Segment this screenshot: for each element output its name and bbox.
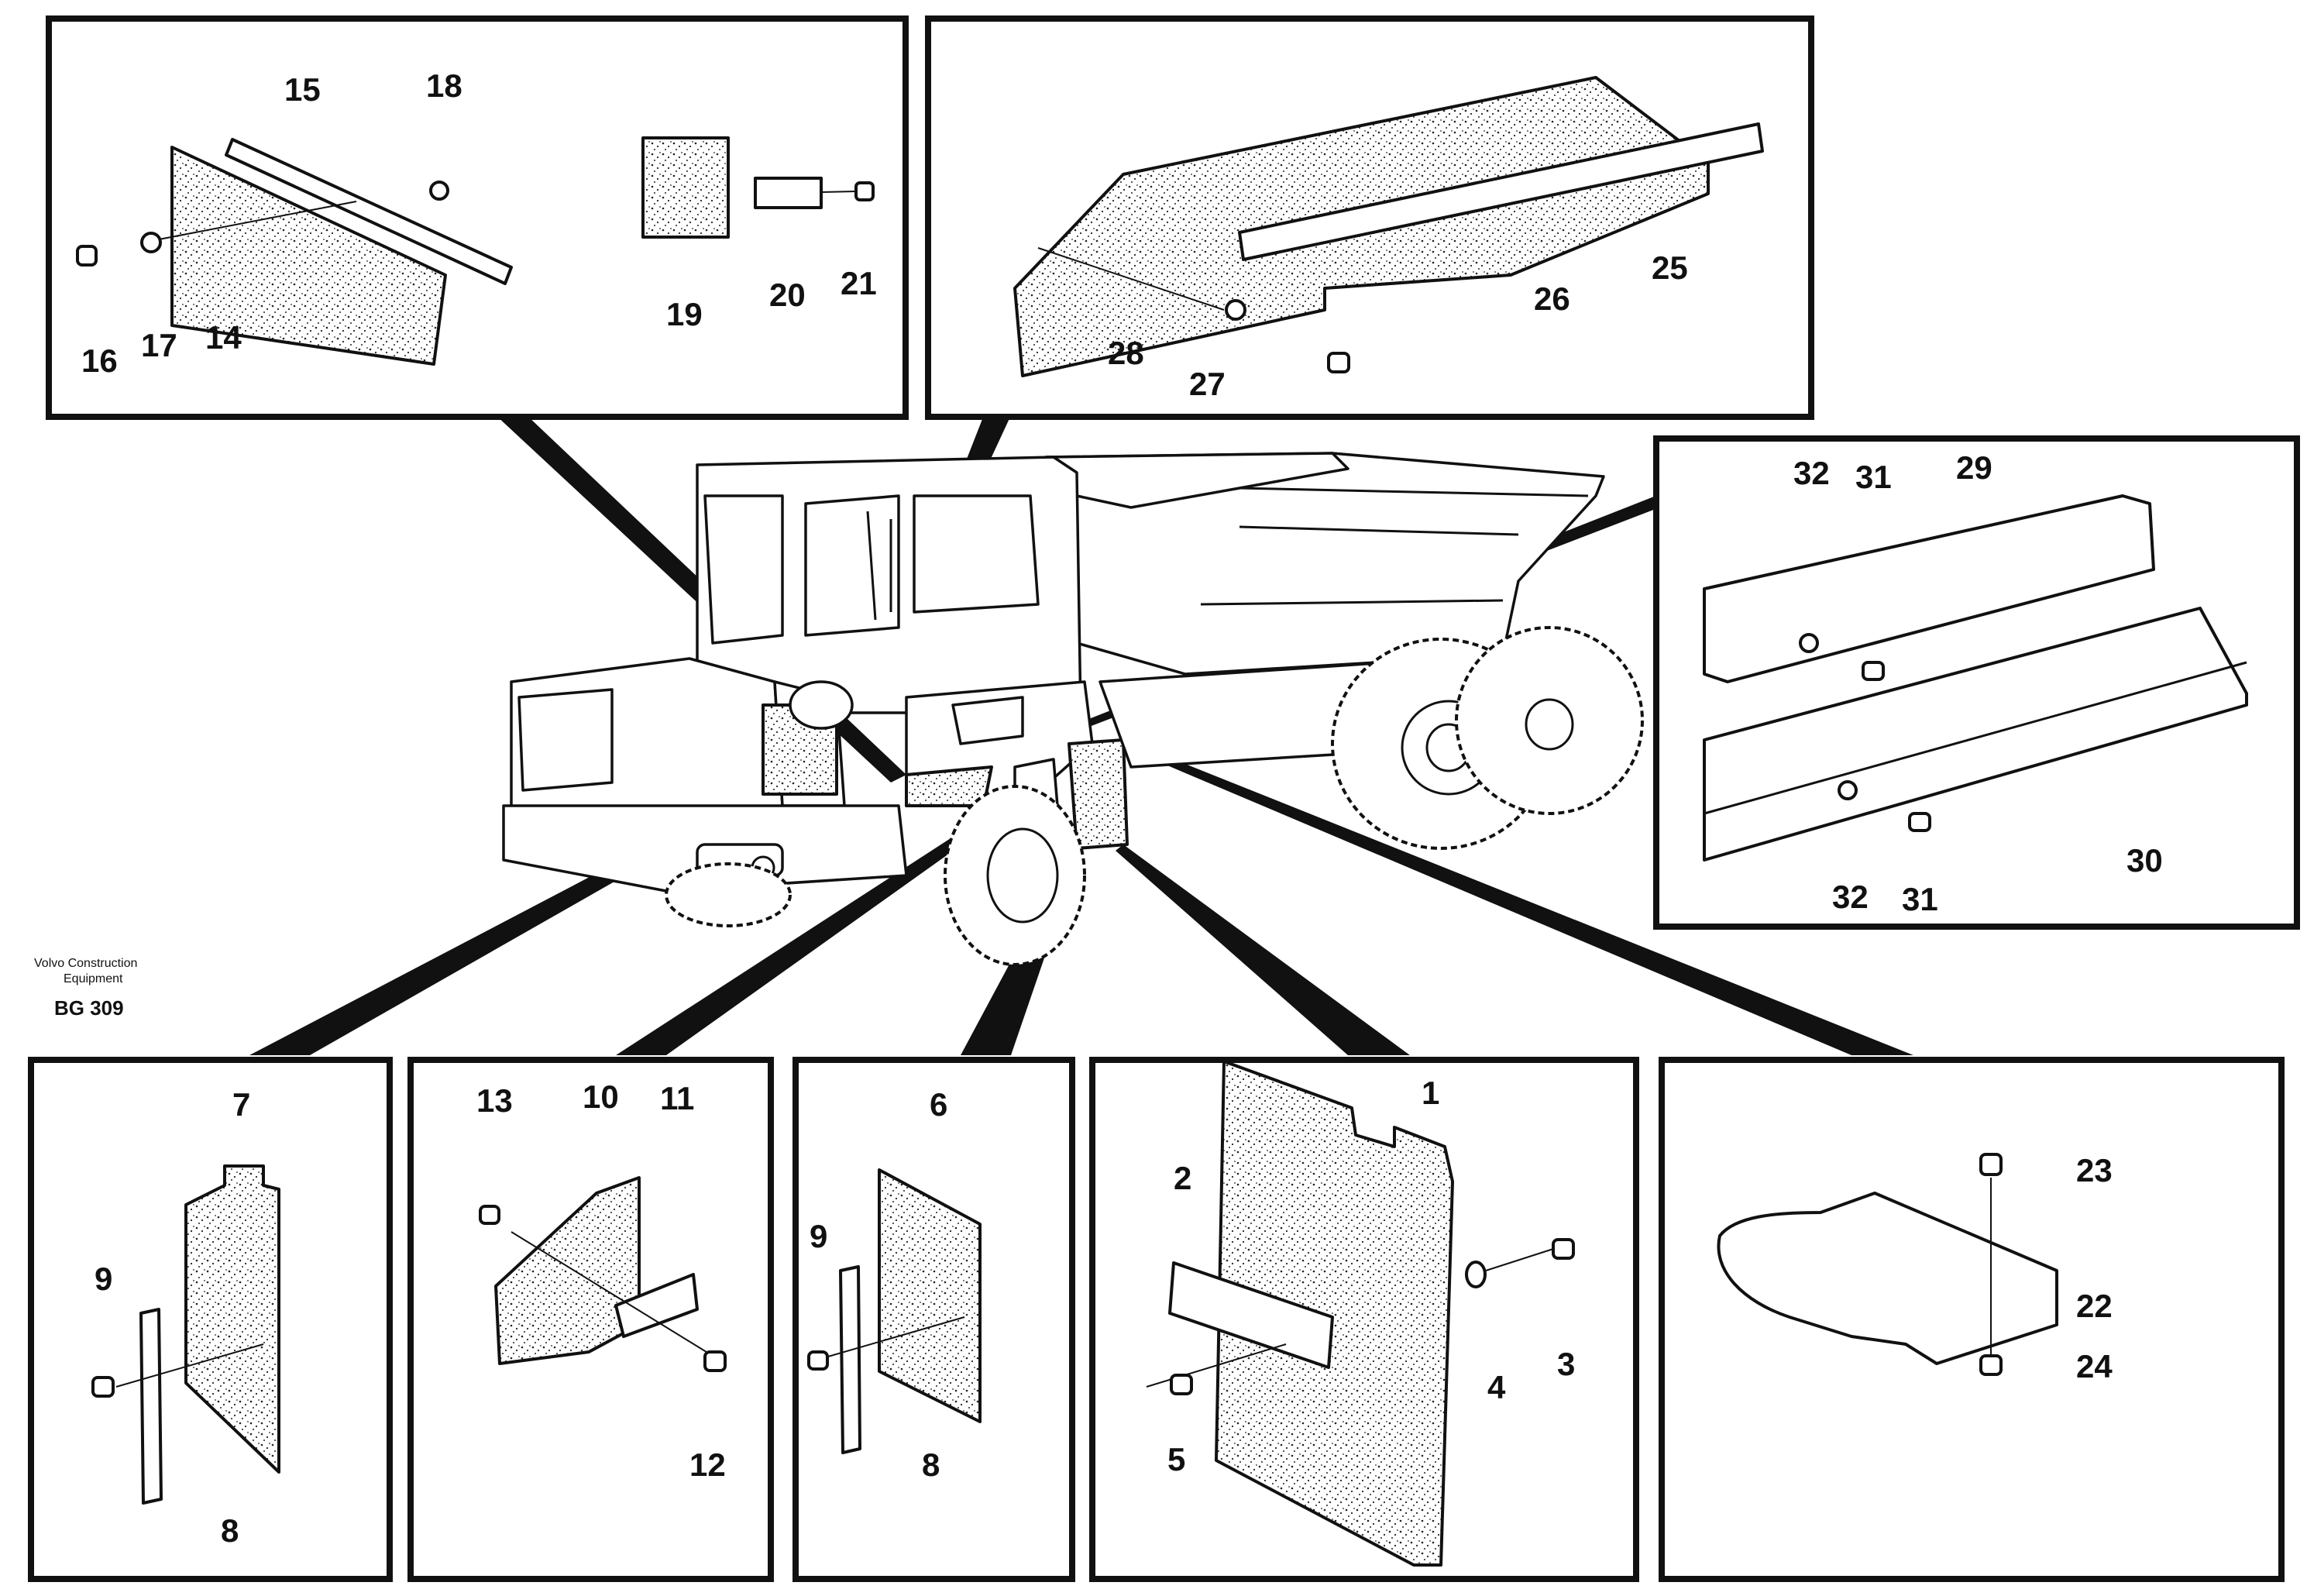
detail-panel-cover-plate: 23 22 24 (1659, 1057, 2285, 1582)
callout-15: 15 (284, 71, 321, 108)
callout-12: 12 (689, 1446, 726, 1483)
callout-32-top: 32 (1793, 455, 1830, 491)
callout-31-top: 31 (1855, 459, 1892, 495)
callout-8-left: 8 (221, 1512, 239, 1549)
company-name-line2: Equipment (64, 972, 123, 985)
callout-6: 6 (930, 1086, 947, 1123)
callout-31-bottom: 31 (1902, 881, 1938, 917)
callout-1: 1 (1422, 1075, 1439, 1111)
callout-22: 22 (2076, 1288, 2113, 1324)
rail-26 (1238, 122, 1764, 261)
callout-3: 3 (1557, 1346, 1575, 1382)
callout-8-right: 8 (922, 1446, 940, 1483)
detail-panel-rear-shields: 32 31 29 32 31 30 (1653, 435, 2300, 930)
detail-panel-mudguard: 1 2 3 4 5 (1089, 1057, 1639, 1582)
detail-panel-right-plate: 6 9 8 (792, 1057, 1075, 1582)
plate-7 (184, 1164, 280, 1474)
callout-11: 11 (660, 1080, 694, 1116)
callout-9-left: 9 (95, 1261, 112, 1297)
detail-panel-front-plates: 15 18 16 17 14 19 20 21 (46, 15, 909, 420)
callout-24: 24 (2076, 1348, 2113, 1384)
callout-10: 10 (583, 1078, 619, 1115)
drawing-code: BG 309 (54, 996, 124, 1020)
articulated-hauler-illustration (502, 452, 1644, 966)
callout-21: 21 (841, 265, 877, 301)
callout-9-right: 9 (810, 1218, 827, 1254)
callout-26: 26 (1534, 280, 1570, 317)
callout-28: 28 (1108, 335, 1144, 371)
callout-7: 7 (232, 1086, 250, 1123)
callout-14: 14 (205, 319, 242, 356)
callout-19: 19 (666, 296, 703, 332)
callout-18: 18 (426, 67, 462, 104)
callout-23: 23 (2076, 1152, 2113, 1188)
callout-30: 30 (2126, 842, 2163, 879)
callout-20: 20 (769, 277, 806, 313)
shield-30 (1703, 607, 2248, 862)
plate-14 (170, 146, 447, 366)
callout-29: 29 (1956, 449, 1992, 486)
clip-11 (614, 1273, 699, 1338)
callout-13: 13 (476, 1082, 513, 1119)
plate-6 (878, 1168, 982, 1423)
company-name-line1: Volvo Construction (34, 957, 137, 970)
callout-25: 25 (1652, 249, 1688, 286)
detail-panel-left-plate: 7 9 8 (28, 1057, 393, 1582)
callout-2: 2 (1174, 1160, 1191, 1196)
detail-panel-side-panel: 25 26 28 27 (925, 15, 1814, 420)
mudguard-1 (1215, 1060, 1454, 1567)
callout-16: 16 (81, 342, 118, 379)
strip-8 (139, 1308, 163, 1505)
strip-8-right (839, 1265, 861, 1454)
callout-5: 5 (1167, 1441, 1185, 1477)
strip-2 (1168, 1261, 1334, 1369)
callout-27: 27 (1189, 366, 1226, 402)
shield-29 (1703, 494, 2155, 683)
cover-22 (1717, 1192, 2058, 1365)
strip-15 (225, 138, 513, 285)
callout-32-bottom: 32 (1832, 879, 1869, 915)
detail-panel-bracket: 13 10 11 12 (407, 1057, 774, 1582)
callout-17: 17 (141, 327, 177, 363)
callout-4: 4 (1487, 1369, 1506, 1405)
